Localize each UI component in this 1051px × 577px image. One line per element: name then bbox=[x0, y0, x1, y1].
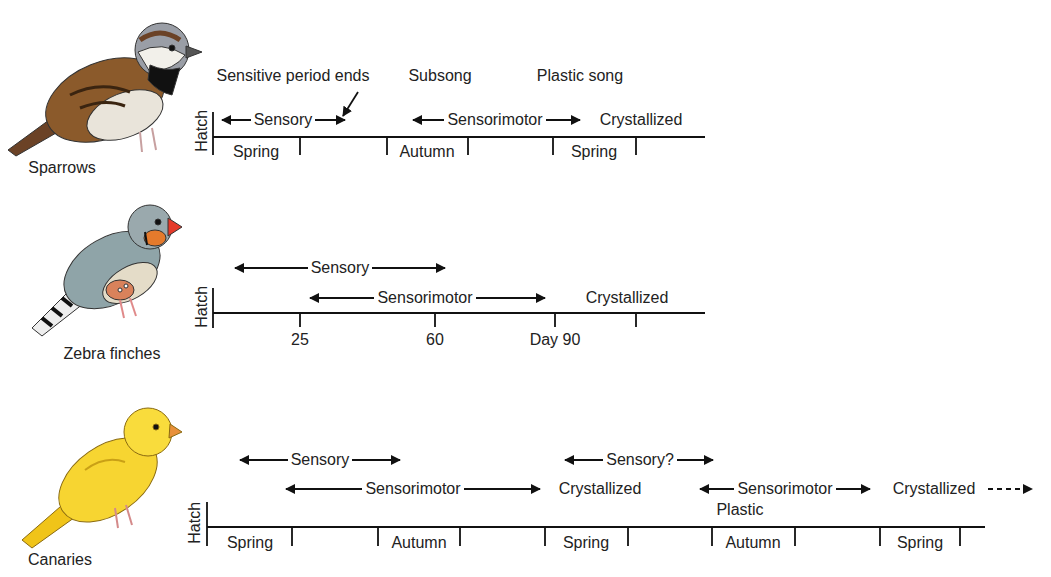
season-label: Autumn bbox=[388, 534, 449, 552]
season-label: Autumn bbox=[722, 534, 783, 552]
tick bbox=[377, 527, 379, 546]
stage-label: Plastic song bbox=[534, 67, 626, 85]
period-label: Sensory bbox=[308, 259, 373, 277]
day-label: Day 90 bbox=[527, 331, 584, 349]
period-label: Sensorimotor bbox=[374, 289, 475, 307]
state-label: Plastic bbox=[713, 501, 766, 519]
period-label: Sensory bbox=[288, 451, 353, 469]
state-label: Crystallized bbox=[597, 111, 686, 129]
period-label: Sensory bbox=[251, 111, 316, 129]
hatch-label: Hatch bbox=[193, 283, 211, 331]
species-label: Zebra finches bbox=[61, 345, 164, 363]
species-label: Canaries bbox=[25, 551, 95, 569]
tick bbox=[386, 137, 388, 155]
tick bbox=[959, 527, 961, 546]
period-label: Sensorimotor bbox=[362, 480, 463, 498]
tick bbox=[635, 313, 637, 327]
hatch-tick bbox=[206, 502, 208, 546]
tick bbox=[794, 527, 796, 546]
tick bbox=[459, 527, 461, 546]
tick bbox=[554, 313, 556, 327]
pointer-arrow bbox=[343, 92, 358, 116]
tick bbox=[627, 527, 629, 546]
hatch-tick bbox=[212, 288, 214, 328]
tick bbox=[291, 527, 293, 546]
timelines bbox=[207, 92, 1032, 546]
season-label: Autumn bbox=[396, 143, 457, 161]
event-label: Sensitive period ends bbox=[214, 67, 373, 85]
season-label: Spring bbox=[224, 534, 276, 552]
continuing-arrow bbox=[988, 488, 1032, 490]
state-label: Crystallized bbox=[890, 480, 979, 498]
period-label: Sensorimotor bbox=[444, 111, 545, 129]
tick bbox=[467, 137, 469, 155]
tick bbox=[434, 313, 436, 327]
period-label: Sensorimotor bbox=[734, 480, 835, 498]
hatch-label: Hatch bbox=[186, 499, 204, 547]
season-label: Spring bbox=[894, 534, 946, 552]
tick bbox=[299, 313, 301, 327]
hatch-label: Hatch bbox=[193, 107, 211, 155]
timeline-axis bbox=[207, 526, 985, 528]
day-label: 25 bbox=[288, 331, 312, 349]
timeline-axis bbox=[213, 136, 705, 138]
tick bbox=[879, 527, 881, 546]
zebra-finch-illustration bbox=[32, 205, 182, 336]
state-label: Crystallized bbox=[556, 480, 645, 498]
stage-label: Subsong bbox=[405, 67, 474, 85]
canary-illustration bbox=[22, 408, 182, 548]
state-label: Crystallized bbox=[583, 289, 672, 307]
day-label: 60 bbox=[423, 331, 447, 349]
season-label: Spring bbox=[568, 143, 620, 161]
sparrow-illustration bbox=[8, 23, 202, 158]
species-label: Sparrows bbox=[25, 159, 99, 177]
season-label: Spring bbox=[230, 143, 282, 161]
tick bbox=[544, 527, 546, 546]
season-label: Spring bbox=[560, 534, 612, 552]
timeline-axis bbox=[213, 312, 705, 314]
period-label: Sensory? bbox=[603, 451, 677, 469]
hatch-tick bbox=[212, 112, 214, 155]
tick bbox=[635, 137, 637, 155]
tick bbox=[711, 527, 713, 546]
tick bbox=[552, 137, 554, 155]
tick bbox=[299, 137, 301, 155]
